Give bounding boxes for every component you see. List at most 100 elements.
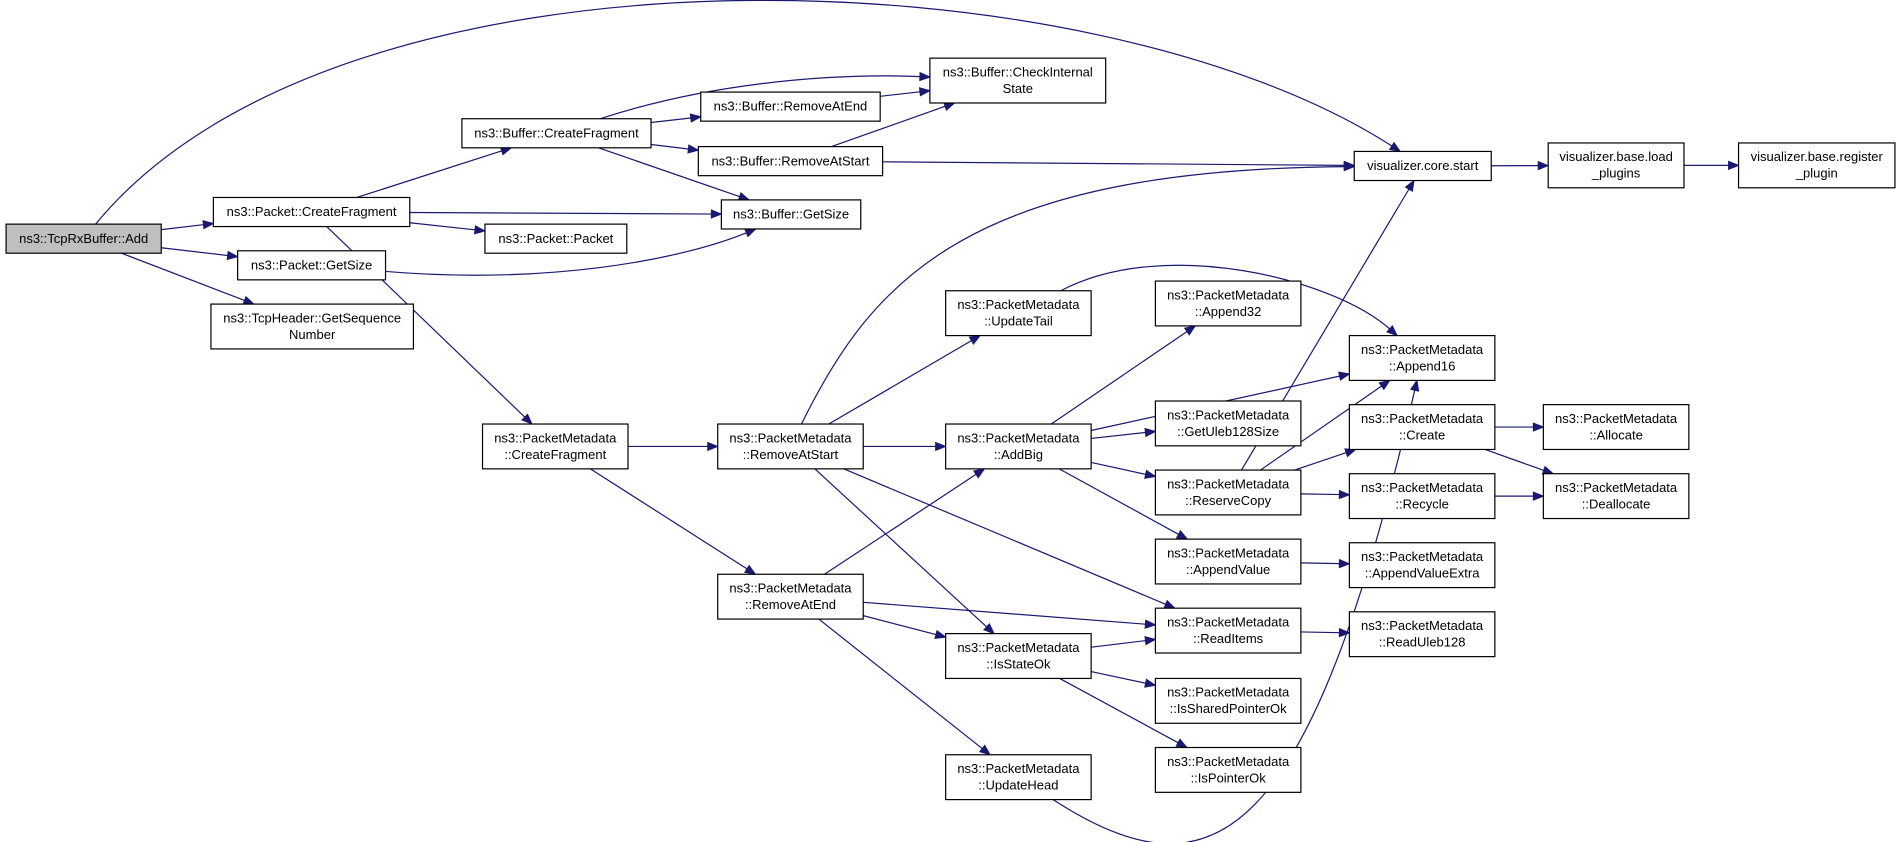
node-packetmetadata-create[interactable]: ns3::PacketMetadata::Create — [1348, 404, 1496, 451]
node-box — [1547, 142, 1685, 189]
edge-pm-removeatend-to-pm-readitems — [863, 601, 1157, 629]
edge-pm-removeatstart-to-pm-addbig — [863, 441, 947, 452]
edge-pm-removeatstart-to-pm-readitems — [843, 468, 1177, 609]
node-packetmetadata-getuleb128size[interactable]: ns3::PacketMetadata::GetUleb128Size — [1154, 400, 1302, 447]
edge-arrowhead — [1338, 558, 1351, 569]
node-packetmetadata-createfragment[interactable]: ns3::PacketMetadata::CreateFragment — [481, 423, 629, 470]
edge-pm-updatetail-to-pm-append16 — [1060, 264, 1399, 337]
edge-arrowhead — [1144, 635, 1157, 646]
node-box — [1542, 473, 1690, 520]
edge-line — [843, 468, 1167, 606]
node-packetmetadata-allocate[interactable]: ns3::PacketMetadata::Allocate — [1542, 404, 1690, 451]
edge-buf-createfrag-to-buf-removeatstart — [650, 143, 700, 154]
node-packetmetadata-updatetail[interactable]: ns3::PacketMetadata::UpdateTail — [945, 290, 1092, 337]
node-label: ::Append32 — [1195, 304, 1262, 319]
edge-arrowhead — [1144, 427, 1157, 438]
edge-arrowhead — [226, 250, 239, 261]
node-label: ns3::PacketMetadata — [1167, 685, 1290, 700]
node-packetmetadata-append32[interactable]: ns3::PacketMetadata::Append32 — [1154, 280, 1302, 327]
edge-arrowhead — [521, 413, 533, 425]
node-packetmetadata-issharedpointerok[interactable]: ns3::PacketMetadata::IsSharedPointerOk — [1154, 677, 1302, 724]
edge-arrowhead — [918, 87, 932, 97]
edge-arrowhead — [707, 441, 720, 452]
edge-arrowhead — [1338, 371, 1351, 381]
node-label: ns3::PacketMetadata — [1361, 480, 1484, 495]
edge-pm-reservecopy-to-pm-append16 — [1260, 379, 1391, 471]
node-box — [1737, 142, 1896, 189]
node-label: ::AddBig — [994, 447, 1043, 462]
node-buffer-removeatend[interactable]: ns3::Buffer::RemoveAtEnd — [700, 91, 881, 122]
node-packetmetadata-deallocate[interactable]: ns3::PacketMetadata::Deallocate — [1542, 473, 1690, 520]
node-buffer-getsize[interactable]: ns3::Buffer::GetSize — [720, 199, 862, 230]
node-box — [720, 199, 862, 230]
node-packetmetadata-removeatstart[interactable]: ns3::PacketMetadata::RemoveAtStart — [717, 423, 864, 470]
edge-pm-isstateok-to-pm-readitems — [1091, 635, 1157, 648]
node-packetmetadata-ispointerok[interactable]: ns3::PacketMetadata::IsPointerOk — [1154, 746, 1302, 793]
node-label: ns3::PacketMetadata — [1555, 480, 1678, 495]
node-buffer-createfragment[interactable]: ns3::Buffer::CreateFragment — [461, 118, 652, 149]
node-packet-getsize[interactable]: ns3::Packet::GetSize — [237, 250, 387, 281]
node-label: ns3::PacketMetadata — [1361, 411, 1484, 426]
node-visualizer-base-load-plugins[interactable]: visualizer.base.load_plugins — [1547, 142, 1685, 189]
edge-line — [1260, 385, 1383, 471]
node-label: ns3::Packet::Packet — [498, 231, 613, 246]
edge-tcprx-add-to-pkt-getsize — [161, 247, 239, 261]
node-label: ns3::PacketMetadata — [1167, 614, 1290, 629]
edge-line — [356, 149, 503, 199]
edge-buf-removeatend-to-buf-checkinternal — [880, 87, 932, 97]
edge-arrowhead — [968, 334, 982, 345]
edge-arrowhead — [744, 228, 757, 238]
node-label: _plugins — [1591, 166, 1641, 181]
edge-arrowhead — [1338, 627, 1351, 638]
edge-pm-reservecopy-to-pm-create — [1294, 448, 1357, 471]
node-label: ns3::PacketMetadata — [1167, 545, 1290, 560]
edge-tcprx-add-to-tcphdr-getseq — [121, 252, 256, 305]
node-label: ns3::PacketMetadata — [1167, 287, 1290, 302]
edge-arrowhead — [1144, 678, 1157, 688]
edge-pkt-createfrag-to-buf-createfrag — [356, 146, 513, 199]
node-label: ns3::PacketMetadata — [494, 430, 617, 445]
node-packetmetadata-readitems[interactable]: ns3::PacketMetadata::ReadItems — [1154, 607, 1302, 654]
edge-arrowhead — [473, 225, 487, 235]
edge-pm-removeatstart-to-pm-isstateok — [814, 468, 996, 635]
edge-line — [1091, 461, 1147, 476]
edge-pm-addbig-to-pm-getuleb128size — [1091, 427, 1157, 440]
edge-line — [1091, 431, 1147, 440]
node-packetmetadata-reservecopy[interactable]: ns3::PacketMetadata::ReserveCopy — [1154, 469, 1302, 516]
edge-tcprx-add-to-pkt-createfrag — [161, 220, 215, 231]
node-visualizer-core-start[interactable]: visualizer.core.start — [1353, 150, 1492, 182]
node-packet-createfragment[interactable]: ns3::Packet::CreateFragment — [212, 196, 411, 228]
edge-arrowhead — [935, 441, 947, 452]
node-box — [484, 223, 628, 254]
node-box — [1542, 404, 1690, 451]
node-label: ns3::Buffer::RemoveAtStart — [711, 153, 869, 168]
node-packetmetadata-append16[interactable]: ns3::PacketMetadata::Append16 — [1348, 334, 1496, 382]
edge-arrowhead — [1144, 469, 1157, 479]
node-packetmetadata-removeatend[interactable]: ns3::PacketMetadata::RemoveAtEnd — [717, 573, 864, 620]
node-packetmetadata-appendvalueextra[interactable]: ns3::PacketMetadata::AppendValueExtra — [1348, 542, 1496, 589]
node-label: ns3::PacketMetadata — [1361, 342, 1484, 357]
node-box — [1348, 473, 1496, 520]
edge-pkt-createfrag-to-buf-getsize — [409, 209, 723, 219]
node-packetmetadata-updatehead[interactable]: ns3::PacketMetadata::UpdateHead — [945, 754, 1092, 801]
node-label: ::AppendValueExtra — [1365, 566, 1480, 581]
edge-tcprx-add-to-vis-core-start — [95, 0, 1402, 225]
node-packetmetadata-isstateok[interactable]: ns3::PacketMetadata::IsStateOk — [945, 633, 1092, 680]
edge-line — [650, 117, 692, 124]
edge-arrowhead — [1537, 160, 1550, 171]
node-buffer-removeatstart[interactable]: ns3::Buffer::RemoveAtStart — [697, 145, 884, 177]
edge-line — [1484, 448, 1545, 472]
node-tcprxbuffer-add[interactable]: ns3::TcpRxBuffer::Add — [5, 223, 162, 254]
edge-line — [863, 615, 938, 636]
node-packet-packet[interactable]: ns3::Packet::Packet — [484, 223, 628, 254]
node-label: ::Deallocate — [1582, 496, 1651, 511]
node-packetmetadata-readuleb128[interactable]: ns3::PacketMetadata::ReadUleb128 — [1348, 611, 1496, 658]
edge-arrowhead — [1175, 738, 1189, 749]
node-packetmetadata-recycle[interactable]: ns3::PacketMetadata::Recycle — [1348, 473, 1496, 520]
node-visualizer-base-register-plugin[interactable]: visualizer.base.register_plugin — [1737, 142, 1896, 189]
node-box — [237, 250, 387, 281]
node-packetmetadata-appendvalue[interactable]: ns3::PacketMetadata::AppendValue — [1154, 538, 1302, 585]
node-packetmetadata-addbig[interactable]: ns3::PacketMetadata::AddBig — [945, 423, 1092, 470]
